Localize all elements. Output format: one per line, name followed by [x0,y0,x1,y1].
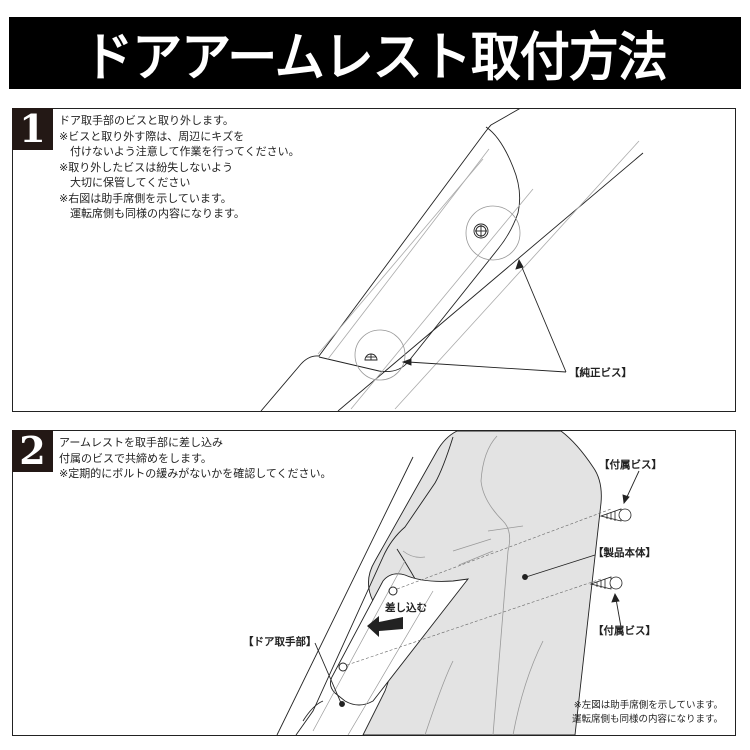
included-screw-bottom-label: 【付属ビス】 [593,625,656,637]
step-2-panel: 2 アームレストを取手部に差し込み 付属のビスで共締めをします。 ※定期的にボル… [12,430,736,736]
lower-screw-highlight [354,329,406,381]
title-banner: ドアアームレスト取付方法 [9,17,741,89]
page-title: ドアアームレスト取付方法 [83,26,667,88]
upper-mount-hole [388,586,398,596]
insert-label: 差し込む [385,602,427,614]
step-1-number: 1 [12,108,53,150]
step-2-instructions: アームレストを取手部に差し込み 付属のビスで共締めをします。 ※定期的にボルトの… [59,436,332,480]
upper-screw-icon [473,223,489,239]
step-2-diagram [276,431,640,735]
product-body-label: 【製品本体】 [593,547,656,559]
included-screw-bottom-icon [589,576,623,590]
step-1-instructions: ドア取手部のビスと取り外します。 ※ビスと取り外す際は、周辺にキズを 付けないよ… [59,114,300,220]
door-handle-label: 【ドア取手部】 [243,636,317,648]
insert-arrow-icon [367,616,403,637]
step-1-diagram [260,109,644,411]
lower-screw-icon [364,353,378,361]
step-2-side-note: ※左図は助手席側を示しています。 運転席側も同様の内容になります。 [571,700,723,725]
lower-mount-hole [338,662,348,672]
door-handle-bracket [330,573,470,706]
genuine-screw-label: 【純正ビス】 [569,367,632,379]
step-1-panel: 1 ドア取手部のビスと取り外します。 ※ビスと取り外す際は、周辺にキズを 付けな… [12,108,736,412]
step-2-number: 2 [12,430,53,472]
included-screw-top-icon [599,508,632,522]
upper-screw-highlight [465,205,521,261]
included-screw-top-label: 【付属ビス】 [599,459,662,471]
